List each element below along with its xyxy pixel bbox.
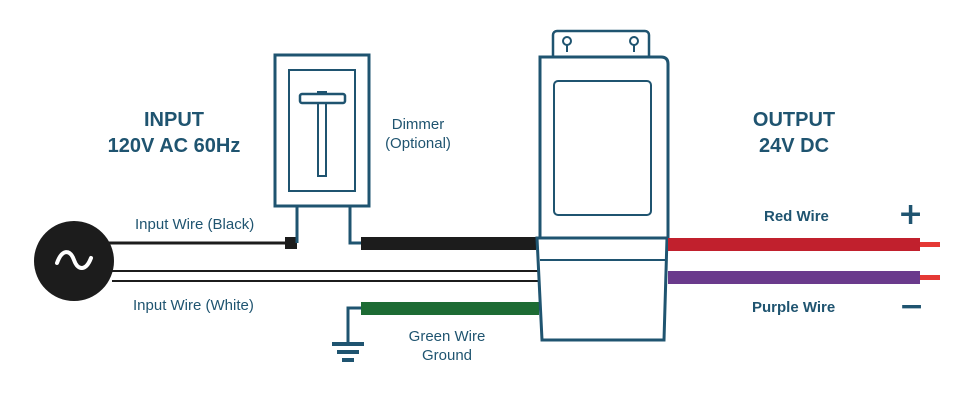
dimmer-switch-icon	[273, 53, 371, 208]
green-wire-label: Green Wire Ground	[408, 328, 486, 364]
ground-lead	[346, 306, 361, 342]
green-wire	[361, 302, 539, 315]
input-wire-white	[112, 270, 540, 282]
dimmer-lead-right	[348, 205, 362, 245]
input-wire-black-thick	[285, 237, 297, 249]
input-title: INPUT 120V AC 60Hz	[107, 109, 241, 157]
power-supply-icon	[535, 29, 670, 342]
positive-sign: +	[898, 197, 924, 232]
ground-icon	[332, 342, 364, 362]
dimmer-label: Dimmer (Optional)	[385, 116, 451, 152]
input-wire-white-label: Input Wire (White)	[133, 297, 254, 314]
red-wire-label: Red Wire	[764, 208, 829, 225]
black-wire-to-driver	[361, 237, 536, 250]
output-title: OUTPUT 24V DC	[752, 109, 836, 157]
purple-wire-tip	[920, 275, 940, 280]
red-wire	[668, 238, 920, 251]
purple-wire	[668, 271, 920, 284]
negative-sign: −	[899, 289, 925, 324]
input-wire-black-label: Input Wire (Black)	[135, 216, 255, 233]
red-wire-tip	[920, 242, 940, 247]
purple-wire-label: Purple Wire	[752, 299, 836, 316]
ac-source-icon	[34, 221, 114, 301]
